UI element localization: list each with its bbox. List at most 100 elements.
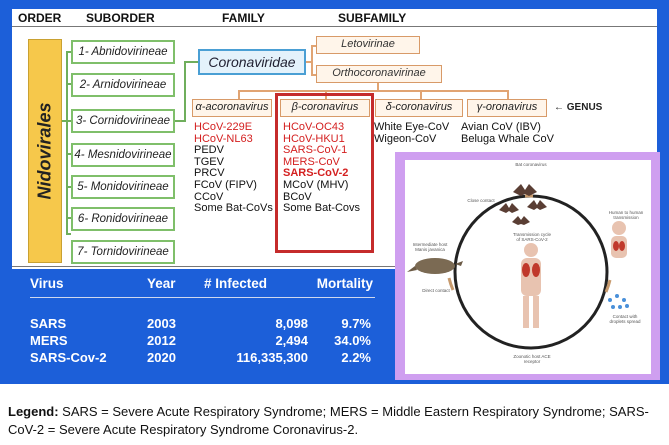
order-box: Nidovirales xyxy=(28,39,62,263)
stats-cell: 2,494 xyxy=(275,333,308,348)
stats-header-virus: Virus xyxy=(30,276,64,291)
header-family: FAMILY xyxy=(222,11,265,25)
human-to-human-icon xyxy=(611,221,627,258)
stats-cell: 9.7% xyxy=(341,316,371,331)
legend: Legend: SARS = Severe Acute Respiratory … xyxy=(8,403,663,439)
stats-cell: 116,335,300 xyxy=(236,350,308,365)
subfamily-letovirinae: Letovirinae xyxy=(316,36,420,54)
subfamily-connector xyxy=(306,61,311,63)
subfamily-orthocoronavirinae: Orthocoronavirinae xyxy=(316,65,442,83)
species-item: FCoV (FIPV) xyxy=(194,178,257,191)
stats-header-infected: # Infected xyxy=(204,276,268,291)
stats-cell: MERS xyxy=(30,333,68,348)
subfamily-trunk xyxy=(311,45,313,75)
species-item: HCoV-HKU1 xyxy=(283,132,345,145)
species-item: MERS-CoV xyxy=(283,155,340,168)
cycle-label: Intermediate host Manis javanica xyxy=(412,242,448,252)
transmission-cycle-illustration xyxy=(407,184,629,350)
cycle-label: Close contact xyxy=(467,198,495,203)
subfamily-tick xyxy=(311,45,316,47)
stats-cell: 2003 xyxy=(147,316,176,331)
suborder-tick xyxy=(66,186,71,188)
header-order: ORDER xyxy=(18,11,62,25)
table-row: SARS-Cov-2 2020 116,335,300 2.2% xyxy=(30,350,390,366)
table-row: MERS 2012 2,494 34.0% xyxy=(30,333,390,349)
suborder-tick xyxy=(66,120,71,122)
cycle-arrow xyxy=(447,277,455,291)
species-item: HCoV-NL63 xyxy=(194,132,253,145)
suborder-abnidovirineae: 1- Abnidovirineae xyxy=(71,40,175,64)
genus-alpha: α-acoronavirus xyxy=(192,99,272,117)
species-item: Avian CoV (IBV) xyxy=(461,121,541,133)
order-label: Nidovirales xyxy=(34,102,55,200)
beta-species-list: HCoV-OC43 HCoV-HKU1 SARS-CoV-1 MERS-CoV … xyxy=(283,121,361,215)
order-connector xyxy=(62,120,66,122)
suborder-tick xyxy=(66,233,71,235)
genus-connector-horizontal xyxy=(238,90,508,92)
species-item: Some Bat-Covs xyxy=(283,202,361,215)
stats-cell: 8,098 xyxy=(275,316,308,331)
cycle-label: Transmission cycle of SARS-CoV-2 xyxy=(512,232,552,242)
species-item: White Eye-CoV xyxy=(374,121,450,133)
cycle-label: Zoonotic host ACE receptor xyxy=(513,354,551,364)
species-item: Wigeon-CoV xyxy=(374,132,437,145)
cycle-label: Contact with droplets spread xyxy=(609,314,641,324)
transmission-cycle-panel: Bat coronavirus Human to human transmiss… xyxy=(395,152,660,380)
genus-drop xyxy=(420,90,422,99)
genus-drop xyxy=(507,90,509,99)
stats-rule xyxy=(30,297,375,298)
subfamily-tick xyxy=(311,74,316,76)
suborder-tick xyxy=(66,83,71,85)
suborder-monidovirineae: 5- Monidovirineae xyxy=(71,175,175,199)
cycle-label: Direct contact xyxy=(422,288,450,293)
family-box: Coronaviridae xyxy=(198,49,306,75)
header-subfamily: SUBFAMILY xyxy=(338,11,407,25)
header-rule xyxy=(12,26,657,27)
species-item: Some Bat-CoVs xyxy=(194,202,273,215)
legend-text: SARS = Severe Acute Respiratory Syndrome… xyxy=(8,404,649,437)
suborder-tick xyxy=(66,217,71,219)
species-item: PRCV xyxy=(194,167,225,180)
cornidovirineae-connector xyxy=(175,120,184,122)
stats-header-year: Year xyxy=(147,276,176,291)
suborder-tick xyxy=(66,153,71,155)
species-item: BCoV xyxy=(283,190,312,203)
gamma-species-list: Avian CoV (IBV) Beluga Whale CoV xyxy=(461,121,554,145)
species-item: HCoV-229E xyxy=(194,121,253,133)
species-item: Beluga Whale CoV xyxy=(461,132,554,145)
suborder-arnidovirineae: 2- Arnidovirineae xyxy=(71,73,175,97)
cycle-label: Human to human transmission xyxy=(608,210,644,220)
table-row: SARS 2003 8,098 9.7% xyxy=(30,316,390,332)
stats-cell: 2.2% xyxy=(341,350,371,365)
suborder-tick xyxy=(66,51,71,53)
genus-label: ← GENUS xyxy=(554,102,603,113)
suborder-cornidovirineae: 3- Cornidovirineae xyxy=(71,109,175,133)
family-connector-vertical xyxy=(184,61,186,122)
stats-cell: SARS-Cov-2 xyxy=(30,350,107,365)
suborder-mesnidovirineae: 4- Mesnidovirineae xyxy=(71,143,175,167)
droplets-icon xyxy=(608,294,629,309)
species-item: HCoV-OC43 xyxy=(283,121,345,133)
taxonomy-panel: ORDER SUBORDER FAMILY SUBFAMILY Nidovira… xyxy=(12,9,657,269)
legend-label: Legend: xyxy=(8,404,59,419)
beta-highlight-box xyxy=(275,93,374,253)
stats-cell: SARS xyxy=(30,316,67,331)
pangolin-icon xyxy=(407,258,463,274)
species-item: TGEV xyxy=(194,155,224,168)
genus-gamma: γ-oronavirus xyxy=(467,99,547,117)
suborder-ronidovirineae: 6- Ronidovirineae xyxy=(71,207,175,231)
cycle-label: Bat coronavirus xyxy=(515,162,547,167)
header-suborder: SUBORDER xyxy=(86,11,155,25)
suborder-trunk xyxy=(66,51,68,234)
species-item: CCoV xyxy=(194,190,224,203)
bat-icon xyxy=(499,184,547,225)
stats-cell: 2020 xyxy=(147,350,176,365)
stats-cell: 34.0% xyxy=(334,333,371,348)
footer-rule xyxy=(12,266,657,267)
alpha-species-list: HCoV-229E HCoV-NL63 PEDV TGEV PRCV FCoV … xyxy=(194,121,273,215)
genus-beta: β-coronavirus xyxy=(280,99,370,117)
stats-header-row: Virus Year # Infected Mortality xyxy=(30,276,390,292)
stats-cell: 2012 xyxy=(147,333,176,348)
species-item: SARS-CoV-2 xyxy=(283,167,349,180)
human-body-icon xyxy=(521,243,541,328)
